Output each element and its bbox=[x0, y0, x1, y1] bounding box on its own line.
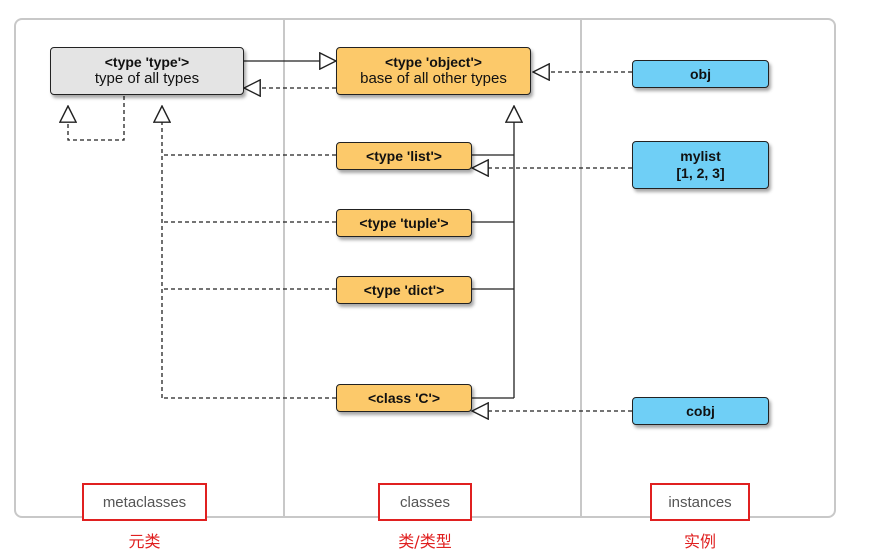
node-subtitle: base of all other types bbox=[360, 70, 507, 88]
type-dict-node: <type 'dict'> bbox=[336, 276, 472, 304]
self-instance-line bbox=[68, 96, 125, 141]
type-tuple-node: <type 'tuple'> bbox=[336, 209, 472, 237]
node-title: obj bbox=[690, 65, 711, 82]
node-title: <type 'type'> bbox=[104, 53, 190, 70]
instances-label: instances bbox=[650, 483, 750, 521]
node-title: <type 'dict'> bbox=[363, 281, 445, 298]
classes-cn-label: 类/类型 bbox=[398, 532, 452, 551]
obj-node: obj bbox=[632, 60, 769, 88]
node-title: <type 'list'> bbox=[366, 147, 442, 164]
metaclasses-label: metaclasses bbox=[82, 483, 207, 521]
class-c-node: <class 'C'> bbox=[336, 384, 472, 412]
classes-label: classes bbox=[378, 483, 472, 521]
node-title: <type 'object'> bbox=[385, 53, 482, 70]
node-value: [1, 2, 3] bbox=[676, 165, 725, 181]
metaclasses-cn-label: 元类 bbox=[128, 532, 161, 551]
instances-cn-label: 实例 bbox=[683, 532, 716, 551]
cobj-node: cobj bbox=[632, 397, 769, 425]
node-title: cobj bbox=[686, 402, 715, 419]
type-type-node: <type 'type'> type of all types bbox=[50, 47, 244, 95]
node-title: <type 'tuple'> bbox=[359, 214, 449, 231]
node-title: mylist bbox=[680, 148, 721, 165]
node-title: <class 'C'> bbox=[367, 389, 441, 406]
type-list-node: <type 'list'> bbox=[336, 142, 472, 170]
mylist-node: mylist [1, 2, 3] bbox=[632, 141, 769, 189]
type-object-node: <type 'object'> base of all other types bbox=[336, 47, 531, 95]
diagram-frame bbox=[14, 18, 836, 518]
node-subtitle: type of all types bbox=[94, 70, 200, 88]
